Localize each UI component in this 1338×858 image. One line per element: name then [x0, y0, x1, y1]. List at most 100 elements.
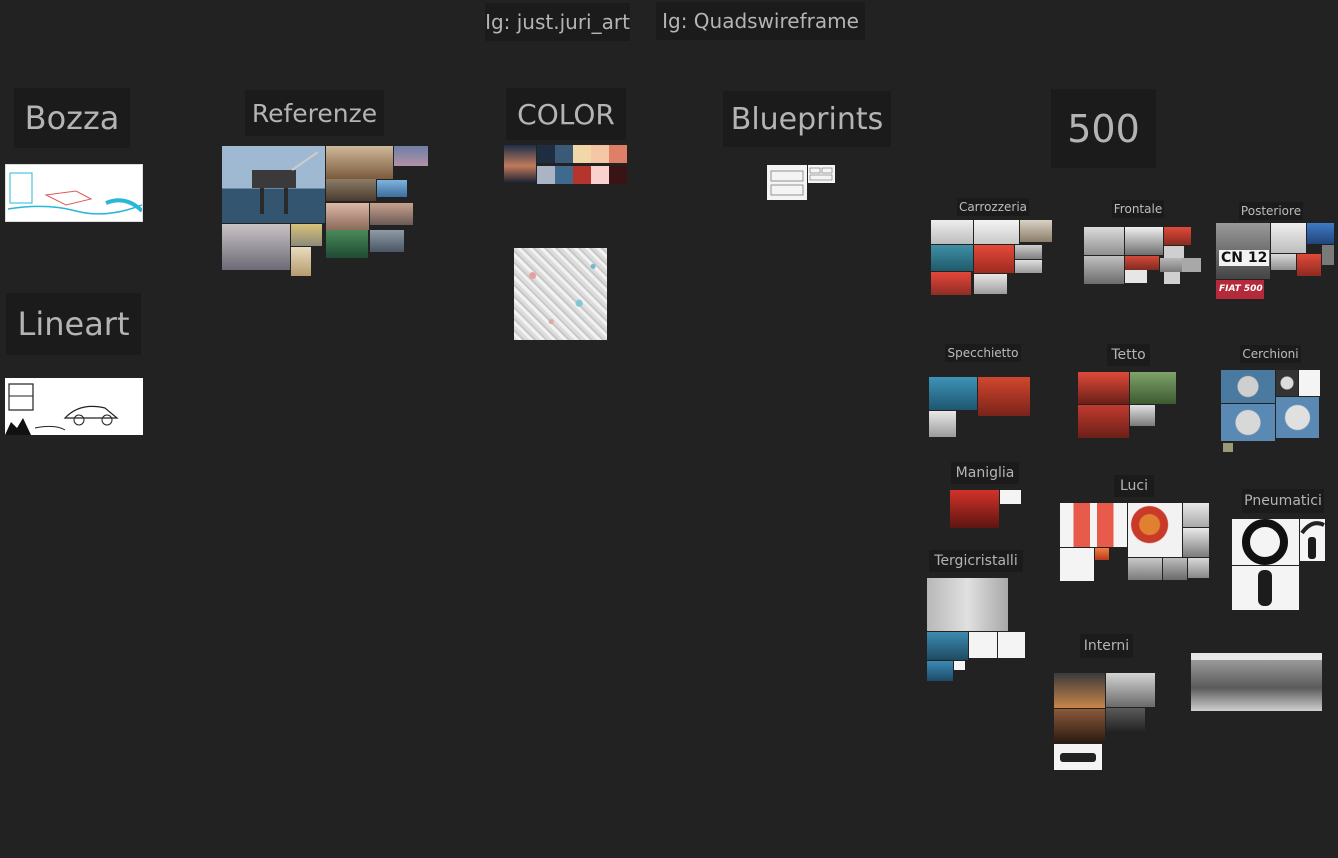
underbody-photo[interactable]: [1191, 653, 1322, 711]
rear-photo[interactable]: [1271, 254, 1296, 270]
tire-photo[interactable]: [1300, 519, 1325, 561]
roof-photo[interactable]: [1078, 405, 1129, 438]
front-photo[interactable]: [1164, 227, 1191, 245]
fiat-badge-photo[interactable]: FIAT 500: [1216, 280, 1264, 299]
tire-photo[interactable]: [1232, 519, 1299, 565]
group-posteriore-label[interactable]: Posteriore: [1239, 202, 1303, 220]
wiper-photo[interactable]: [927, 632, 968, 660]
car-photo[interactable]: [931, 245, 973, 271]
ref-industrial-image[interactable]: [370, 203, 413, 225]
ref-oil-rig-image[interactable]: [222, 146, 325, 223]
interior-photo[interactable]: [1054, 673, 1105, 708]
palette-swatch[interactable]: [573, 166, 591, 184]
section-blueprints[interactable]: Blueprints: [723, 91, 891, 147]
ref-dark-car-image[interactable]: [326, 179, 376, 201]
rear-photo[interactable]: CN 12: [1216, 223, 1270, 279]
rear-photo[interactable]: [1307, 223, 1334, 244]
wheel-photo[interactable]: [1276, 370, 1298, 396]
ref-poster-image[interactable]: [291, 247, 311, 276]
handle-photo[interactable]: [950, 490, 999, 528]
section-referenze[interactable]: Referenze: [245, 90, 384, 136]
ref-blue-rig-image[interactable]: [377, 180, 407, 197]
light-photo[interactable]: [1163, 558, 1187, 580]
front-photo[interactable]: [1125, 256, 1159, 270]
car-photo[interactable]: [974, 274, 1007, 294]
wheel-photo[interactable]: [1221, 404, 1275, 441]
front-photo[interactable]: [1125, 270, 1147, 283]
front-photo[interactable]: [1164, 272, 1180, 284]
palette-swatch[interactable]: [609, 145, 627, 163]
car-photo[interactable]: [974, 245, 1014, 273]
tire-tread-photo[interactable]: [1232, 566, 1299, 610]
group-tergicristalli-label[interactable]: Tergicristalli: [929, 550, 1023, 572]
palette-swatch[interactable]: [591, 145, 609, 163]
front-photo[interactable]: [1160, 258, 1182, 272]
wiper-photo[interactable]: [927, 661, 953, 681]
texture-noise-image[interactable]: [514, 248, 607, 340]
interior-photo[interactable]: [1106, 708, 1145, 734]
group-interni-label[interactable]: Interni: [1080, 634, 1133, 658]
mirror-photo[interactable]: [929, 377, 977, 410]
section-500[interactable]: 500: [1051, 89, 1156, 168]
wheel-photo[interactable]: [1276, 397, 1319, 438]
rear-photo[interactable]: [1297, 254, 1321, 276]
light-photo[interactable]: [1060, 503, 1127, 547]
ref-sydney-image[interactable]: [326, 203, 369, 230]
lineart-image[interactable]: [5, 378, 143, 435]
car-photo[interactable]: [931, 220, 973, 244]
section-lineart[interactable]: Lineart: [6, 293, 141, 355]
palette-swatch[interactable]: [555, 145, 573, 163]
roof-photo[interactable]: [1078, 372, 1129, 404]
group-pneumatici-label[interactable]: Pneumatici: [1242, 489, 1324, 513]
wiper-photo[interactable]: [927, 578, 1008, 631]
rear-photo[interactable]: [1271, 223, 1306, 253]
light-photo[interactable]: [1183, 528, 1209, 557]
interior-photo[interactable]: [1054, 709, 1105, 743]
front-photo[interactable]: [1182, 258, 1201, 272]
ref-flamingo-image[interactable]: [222, 224, 290, 270]
light-photo[interactable]: [1095, 548, 1109, 560]
group-luci-label[interactable]: Luci: [1114, 475, 1154, 497]
palette-swatch[interactable]: [555, 166, 573, 184]
ref-yellow-car-image[interactable]: [291, 224, 322, 246]
roof-photo[interactable]: [1130, 372, 1176, 404]
car-photo[interactable]: [1015, 260, 1042, 273]
light-photo[interactable]: [1188, 558, 1209, 578]
front-photo[interactable]: [1164, 246, 1184, 258]
palette-swatch[interactable]: [573, 145, 591, 163]
ref-desert-car-image[interactable]: [326, 146, 393, 179]
ref-grey-rig-image[interactable]: [370, 230, 404, 252]
blueprint-main-image[interactable]: [767, 165, 807, 200]
blueprint-small-image[interactable]: [808, 165, 835, 183]
color-sky-image[interactable]: [504, 145, 536, 183]
mirror-photo[interactable]: [978, 377, 1030, 416]
group-cerchioni-label[interactable]: Cerchioni: [1240, 345, 1301, 363]
mirror-photo[interactable]: [929, 411, 956, 437]
wheel-text-card[interactable]: [1299, 370, 1320, 396]
palette-swatch[interactable]: [591, 166, 609, 184]
roof-photo[interactable]: [1130, 405, 1155, 426]
car-photo[interactable]: [1015, 245, 1042, 259]
section-color[interactable]: COLOR: [506, 88, 626, 140]
front-photo[interactable]: [1084, 256, 1124, 284]
car-photo[interactable]: [931, 272, 971, 295]
wiper-photo[interactable]: [969, 632, 997, 658]
bozza-sketch-image[interactable]: [5, 164, 143, 222]
group-specchietto-label[interactable]: Specchietto: [945, 344, 1021, 362]
group-maniglia-label[interactable]: Maniglia: [951, 462, 1019, 484]
light-photo[interactable]: [1060, 548, 1094, 581]
rear-photo[interactable]: [1322, 245, 1334, 265]
wiper-photo[interactable]: [998, 632, 1025, 658]
car-photo[interactable]: [974, 220, 1019, 244]
light-photo[interactable]: [1128, 558, 1162, 580]
handle-photo[interactable]: [1000, 490, 1021, 504]
group-tetto-label[interactable]: Tetto: [1107, 344, 1150, 366]
palette-swatch[interactable]: [537, 166, 555, 184]
interior-photo[interactable]: [1106, 673, 1155, 707]
palette-swatch[interactable]: [537, 145, 555, 163]
wiper-photo[interactable]: [954, 661, 965, 670]
light-photo[interactable]: [1128, 503, 1182, 557]
group-frontale-label[interactable]: Frontale: [1112, 200, 1164, 218]
section-bozza[interactable]: Bozza: [14, 88, 130, 148]
interior-photo[interactable]: [1054, 744, 1102, 770]
